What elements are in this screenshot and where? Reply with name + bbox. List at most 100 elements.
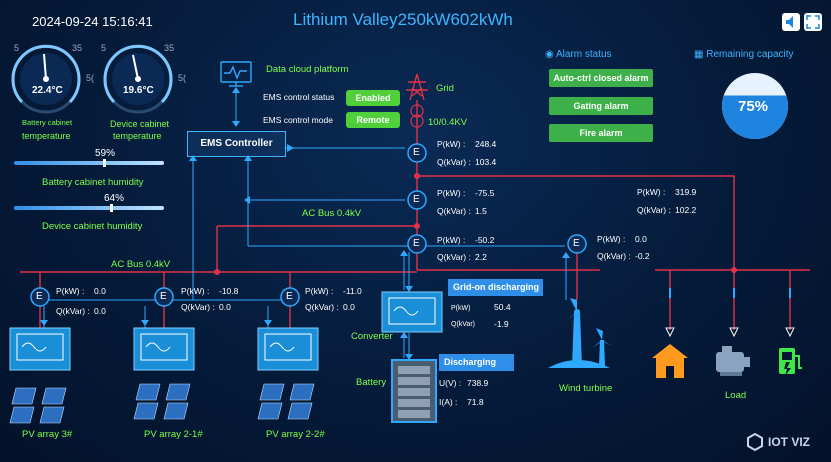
lower-bus-label: AC Bus 0.4kV — [111, 259, 171, 270]
ems-mode-pill[interactable]: Remote — [346, 112, 400, 128]
pv2-q-value: 0.0 — [219, 302, 231, 312]
ev-charger-icon — [779, 348, 802, 376]
datetime: 2024-09-24 15:16:41 — [32, 14, 153, 29]
battery-label: Battery — [356, 377, 387, 388]
load-label: Load — [725, 390, 747, 401]
load-q-value: 102.2 — [675, 205, 697, 215]
alarm-fire-button[interactable]: Fire alarm — [549, 124, 653, 142]
mid-p-label: P(kW) : — [437, 188, 466, 198]
meter-pv2 — [154, 287, 174, 307]
battery-temp-value: 22.4°C — [32, 85, 63, 96]
speaker-icon — [786, 16, 793, 28]
meter-pv1-letter: E — [36, 291, 43, 302]
mid-p-value: -75.5 — [475, 188, 495, 198]
inverter-boxes — [9, 327, 319, 371]
alarm-auto-ctrl-button[interactable]: Auto-ctrl closed alarm — [549, 69, 653, 87]
meter-grid — [407, 143, 427, 163]
converter-p-label: P(kW) — [451, 305, 471, 312]
converter-label: Converter — [351, 331, 393, 342]
pv1-q-value: 0.0 — [94, 306, 106, 316]
device-temp-gauge — [103, 44, 173, 114]
monitor-icon — [220, 61, 252, 87]
wind-turbine-label: Wind turbine — [559, 383, 613, 394]
wind-q-value: -0.2 — [635, 251, 650, 261]
device-humidity-bar — [14, 206, 164, 210]
pv1-q-label: Q(kVar) : — [56, 306, 90, 316]
conv-p-value: -50.2 — [475, 235, 495, 245]
device-gauge-min: 5 — [101, 43, 107, 53]
pv-array-c-label: PV array 2-2# — [266, 429, 325, 440]
sound-button[interactable] — [782, 13, 800, 31]
battery-list-icon: ▦ — [694, 49, 704, 60]
meter-pv3-letter: E — [286, 291, 293, 302]
remaining-capacity-value: 75% — [738, 98, 769, 115]
meter-grid-letter: E — [413, 147, 420, 158]
wind-p-value: 0.0 — [635, 234, 647, 244]
brand-logo-icon — [747, 432, 763, 452]
grid-p-label: P(kW) : — [437, 139, 466, 149]
grid-q-label: Q(kVar) : — [437, 157, 471, 167]
pv3-p-label: P(kW) : — [305, 286, 334, 296]
meter-pv3 — [280, 287, 300, 307]
load-p-value: 319.9 — [675, 187, 697, 197]
device-humidity-label: Device cabinet humidity — [42, 221, 143, 232]
ems-controller-box[interactable]: EMS Controller — [187, 131, 286, 157]
transformer-label: 10/0.4KV — [428, 117, 468, 128]
battery-humidity-label: Battery cabinet humidity — [42, 177, 144, 188]
converter-box — [381, 291, 443, 333]
meter-wind — [567, 234, 587, 254]
pv3-q-label: Q(kVar) : — [305, 302, 339, 312]
meter-conv — [407, 234, 427, 254]
converter-q-value: -1.9 — [494, 319, 509, 329]
cloud-platform-label: Data cloud platform — [266, 64, 349, 75]
mid-q-value: 1.5 — [475, 206, 487, 216]
motor-icon — [716, 346, 750, 376]
device-humidity-percent: 64% — [104, 193, 125, 204]
pv-array-a-label: PV array 3# — [22, 429, 73, 440]
house-icon — [652, 344, 688, 378]
battery-rack-icon — [391, 359, 437, 423]
device-humidity-knob — [110, 204, 113, 212]
conv-p-label: P(kW) : — [437, 235, 466, 245]
battery-status-label: Discharging — [439, 354, 514, 371]
pv2-q-label: Q(kVar) : — [181, 302, 215, 312]
load-p-label: P(kW) : — [637, 187, 666, 197]
grid-label: Grid — [436, 83, 454, 94]
alarm-gating-button[interactable]: Gating alarm — [549, 97, 653, 115]
battery-temp-label-1: Battery cabinet — [22, 118, 73, 127]
brand-logo-text: IOT VIZ — [768, 435, 810, 449]
meter-conv-letter: E — [413, 238, 420, 249]
meter-mid — [407, 190, 427, 210]
conv-q-value: 2.2 — [475, 252, 487, 262]
device-temp-label-2: temperature — [113, 131, 162, 141]
meter-pv1 — [30, 287, 50, 307]
device-gauge-cut: 5( — [178, 73, 187, 83]
bell-icon: ◉ — [545, 49, 554, 60]
battery-humidity-knob — [102, 159, 106, 167]
pv3-q-value: 0.0 — [343, 302, 355, 312]
pv2-p-label: P(kW) : — [181, 286, 210, 296]
battery-humidity-bar — [14, 161, 164, 165]
device-temp-label-1: Device cabinet — [110, 119, 170, 129]
grid-tower-icon — [406, 73, 428, 101]
alarm-status-title: ◉ Alarm status — [545, 49, 612, 60]
wind-turbine-icon — [548, 298, 612, 368]
grid-q-value: 103.4 — [475, 157, 497, 167]
battery-gauge-cut: 5( — [86, 73, 95, 83]
grid-p-value: 248.4 — [475, 139, 497, 149]
ems-status-label: EMS control status — [263, 92, 335, 102]
mid-q-label: Q(kVar) : — [437, 206, 471, 216]
ems-status-pill[interactable]: Enabled — [346, 90, 400, 106]
battery-gauge-max: 35 — [72, 43, 83, 53]
battery-i-value: 71.8 — [467, 397, 484, 407]
battery-u-value: 738.9 — [467, 378, 489, 388]
wind-q-label: Q(kVar) : — [597, 251, 631, 261]
wind-p-label: P(kW) : — [597, 234, 626, 244]
meter-mid-letter: E — [413, 194, 420, 205]
pv3-p-value: -11.0 — [343, 286, 362, 296]
battery-humidity-percent: 59% — [95, 148, 116, 159]
load-q-label: Q(kVar) : — [637, 205, 671, 215]
converter-p-value: 50.4 — [494, 302, 511, 312]
fullscreen-button[interactable] — [804, 13, 822, 31]
